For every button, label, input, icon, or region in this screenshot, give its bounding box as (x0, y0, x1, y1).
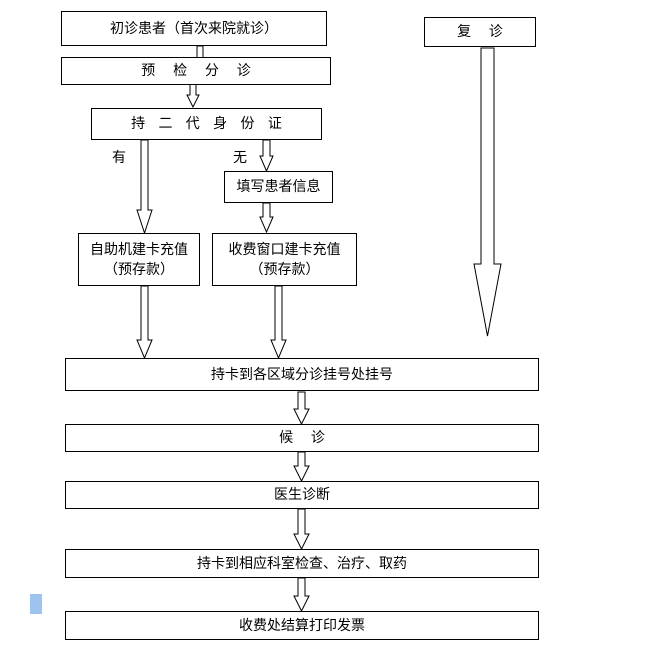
fill-info-box: 填写患者信息 (224, 171, 333, 203)
arrow-id-to-fill (259, 139, 274, 173)
follow-up-box: 复 诊 (424, 17, 536, 47)
first-visit-box: 初诊患者（首次来院就诊） (61, 11, 327, 46)
arrow-exam-to-payment (293, 577, 310, 613)
diagnosis-box: 医生诊断 (65, 481, 539, 509)
selection-marker (30, 594, 42, 614)
label-none: 无 (233, 150, 247, 166)
arrow-wait-to-diagnosis (293, 451, 310, 483)
triage-box: 预 检 分 诊 (61, 57, 331, 85)
arrow-diagnosis-to-exam (293, 508, 310, 551)
arrow-id-to-self (136, 139, 153, 235)
arrow-counter-to-register (270, 285, 287, 360)
arrow-triage-to-id (186, 83, 200, 109)
register-box: 持卡到各区域分诊挂号处挂号 (65, 358, 539, 391)
exam-box: 持卡到相应科室检查、治疗、取药 (65, 549, 539, 578)
self-service-box: 自助机建卡充值 （预存款） (78, 233, 200, 286)
label-has: 有 (112, 150, 126, 166)
arrow-followup-down (473, 47, 502, 337)
counter-box: 收费窗口建卡充值 （预存款） (212, 233, 357, 286)
arrow-fill-to-counter (259, 202, 274, 234)
id-card-box: 持 二 代 身 份 证 (91, 108, 322, 140)
payment-box: 收费处结算打印发票 (65, 611, 539, 640)
arrow-self-to-register (136, 285, 153, 360)
wait-box: 候 诊 (65, 424, 539, 452)
arrow-register-to-wait (293, 391, 310, 426)
